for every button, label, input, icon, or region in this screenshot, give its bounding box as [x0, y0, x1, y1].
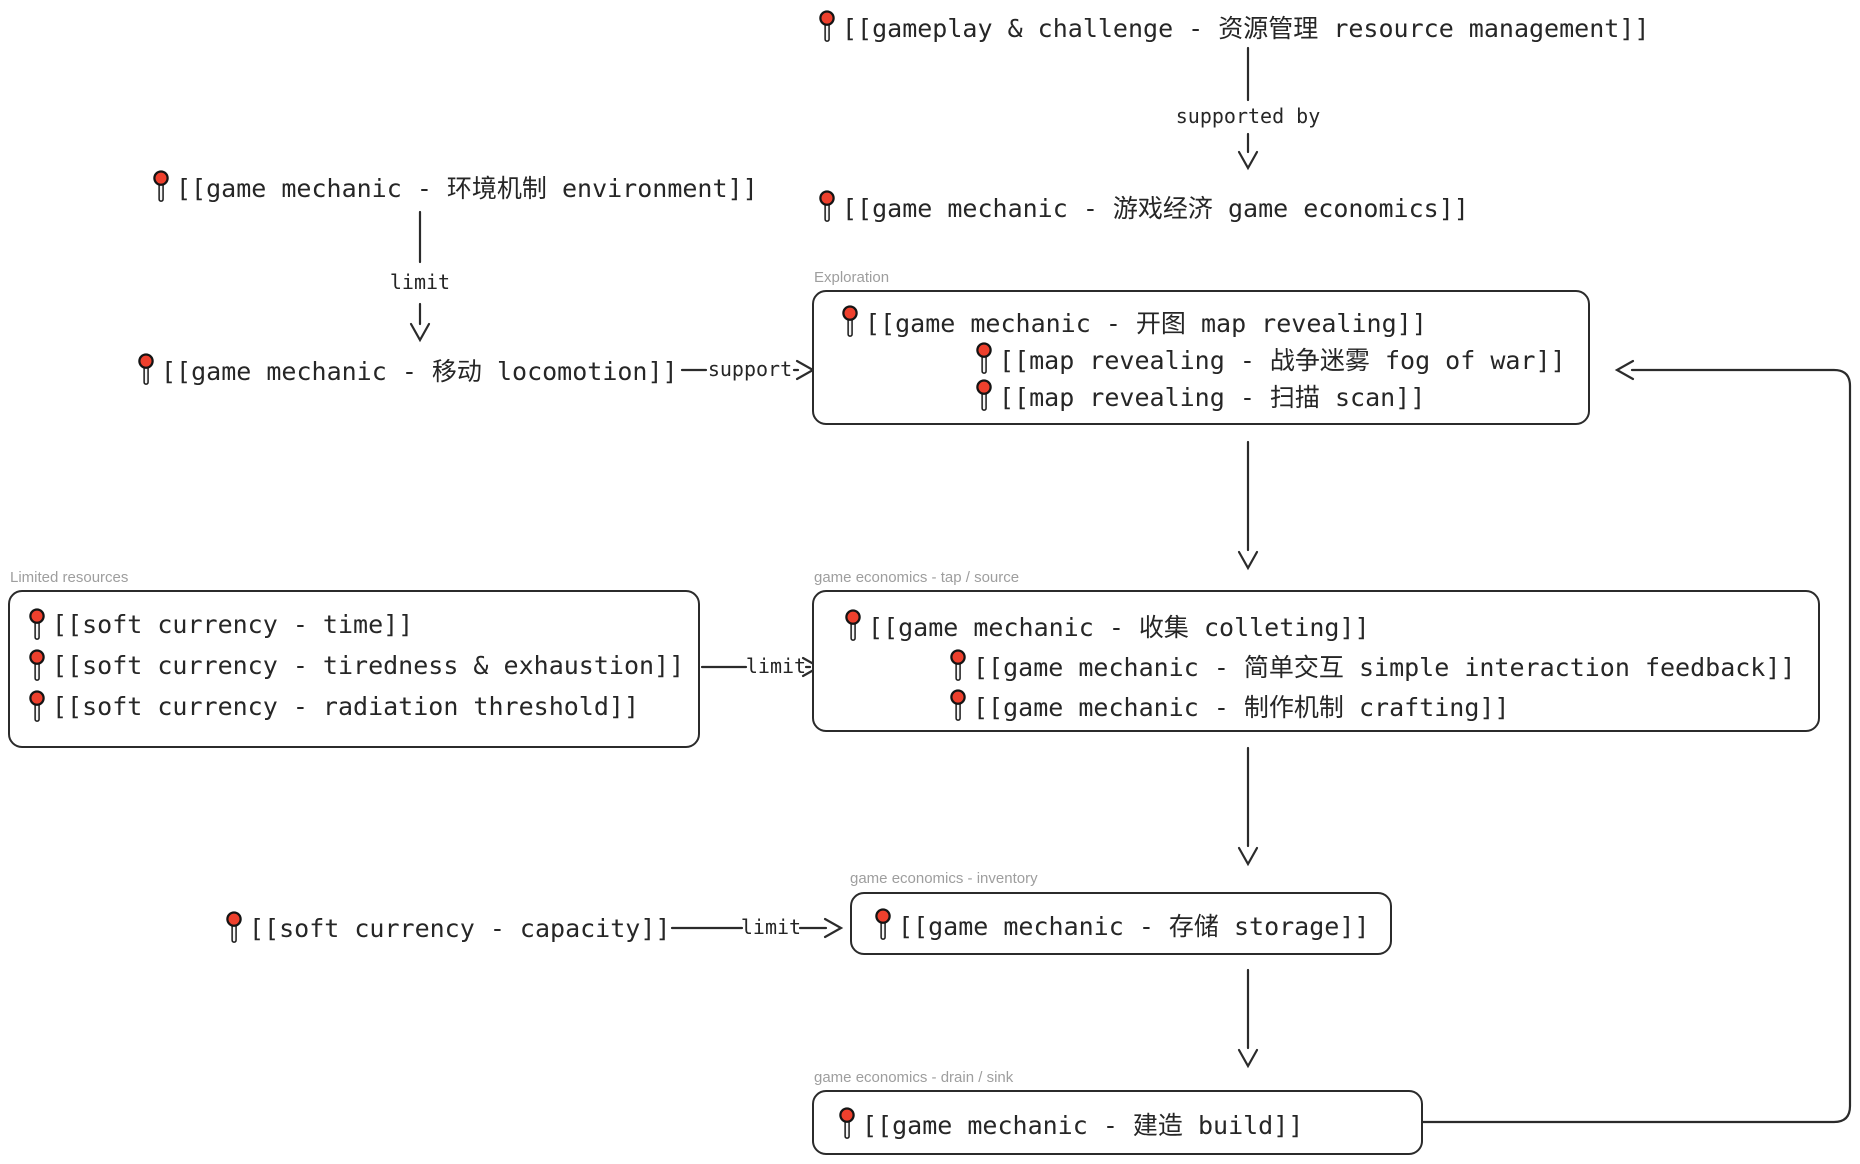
node-text: [[game mechanic - 存储 storage]] [898, 911, 1370, 941]
node-text: [[soft currency - time]] [52, 610, 414, 639]
edge-label-capacity-limit: limit [740, 915, 802, 939]
group-label-limited-resources: Limited resources [10, 569, 129, 586]
node-text: [[game mechanic - 制作机制 crafting]] [973, 693, 1510, 722]
group-label-drain-sink: game economics - drain / sink [814, 1069, 1014, 1086]
node-text: [[game mechanic - 移动 locomotion]] [161, 357, 678, 386]
node-build[interactable]: [[game mechanic - 建造 build]] [838, 1105, 1421, 1142]
node-colleting[interactable]: [[game mechanic - 收集 colleting]] [844, 606, 1818, 646]
map-pin-icon [842, 304, 858, 337]
group-inventory[interactable]: [[game mechanic - 存储 storage]] [850, 892, 1392, 955]
edge-label-locomotion-support: support [707, 357, 793, 381]
map-pin-icon [819, 10, 835, 42]
node-text: [[game mechanic - 环境机制 environment]] [176, 174, 758, 203]
node-text: [[game mechanic - 游戏经济 game economics]] [842, 194, 1469, 223]
node-scan[interactable]: [[map revealing - 扫描 scan]] [975, 377, 1588, 414]
map-pin-icon [845, 609, 861, 641]
node-locomotion[interactable]: [[game mechanic - 移动 locomotion]] [137, 352, 678, 388]
group-drain-sink[interactable]: [[game mechanic - 建造 build]] [812, 1090, 1423, 1155]
edge-build-loop-to-exploration [1421, 359, 1852, 1124]
node-text: [[map revealing - 扫描 scan]] [999, 382, 1426, 412]
node-text: [[game mechanic - 开图 map revealing]] [865, 308, 1427, 338]
group-label-inventory: game economics - inventory [850, 870, 1038, 887]
map-pin-icon [950, 689, 966, 721]
node-environment[interactable]: [[game mechanic - 环境机制 environment]] [152, 169, 758, 205]
node-text: [[soft currency - tiredness & exhaustion… [52, 651, 685, 680]
edge-tapsource-to-inventory [1237, 746, 1259, 867]
node-time[interactable]: [[soft currency - time]] [28, 604, 698, 645]
map-pin-icon [138, 353, 154, 385]
node-game-economics[interactable]: [[game mechanic - 游戏经济 game economics]] [818, 189, 1469, 225]
group-label-exploration: Exploration [814, 269, 890, 286]
map-pin-icon [950, 649, 966, 681]
node-crafting[interactable]: [[game mechanic - 制作机制 crafting]] [949, 686, 1818, 726]
map-pin-icon [976, 378, 992, 411]
map-pin-icon [153, 170, 169, 202]
node-text: [[game mechanic - 建造 build]] [862, 1110, 1304, 1140]
map-pin-icon [29, 607, 45, 640]
node-map-revealing[interactable]: [[game mechanic - 开图 map revealing]] [841, 303, 1588, 340]
node-fog-of-war[interactable]: [[map revealing - 战争迷雾 fog of war]] [975, 340, 1588, 377]
group-label-tap-source: game economics - tap / source [814, 569, 1020, 586]
edge-label-environment-limit: limit [389, 270, 451, 294]
node-text: [[game mechanic - 简单交互 simple interactio… [973, 653, 1796, 682]
group-limited-resources[interactable]: [[soft currency - time]] [[soft currency… [8, 590, 700, 748]
map-pin-icon [976, 341, 992, 374]
edge-inventory-to-drainsink [1237, 968, 1259, 1069]
group-exploration[interactable]: [[game mechanic - 开图 map revealing]] [[m… [812, 290, 1590, 425]
map-pin-icon [29, 648, 45, 681]
group-tap-source[interactable]: [[game mechanic - 收集 colleting]] [[game … [812, 590, 1820, 732]
node-text: [[gameplay & challenge - 资源管理 resource m… [842, 14, 1650, 43]
map-pin-icon [819, 190, 835, 222]
map-pin-icon [875, 907, 891, 940]
node-text: [[soft currency - capacity]] [249, 913, 671, 943]
node-tiredness-exhaustion[interactable]: [[soft currency - tiredness & exhaustion… [28, 645, 698, 686]
node-text: [[map revealing - 战争迷雾 fog of war]] [999, 345, 1566, 375]
edge-exploration-to-tapsource [1237, 440, 1259, 571]
map-pin-icon [839, 1106, 855, 1139]
edge-label-supported-by: supported by [1175, 104, 1321, 128]
node-storage[interactable]: [[game mechanic - 存储 storage]] [874, 906, 1390, 943]
node-text: [[game mechanic - 收集 colleting]] [868, 613, 1370, 642]
map-pin-icon [226, 911, 242, 943]
node-gameplay-challenge[interactable]: [[gameplay & challenge - 资源管理 resource m… [818, 9, 1649, 45]
node-capacity[interactable]: [[soft currency - capacity]] [225, 910, 670, 946]
node-simple-interaction[interactable]: [[game mechanic - 简单交互 simple interactio… [949, 646, 1818, 686]
node-radiation-threshold[interactable]: [[soft currency - radiation threshold]] [28, 686, 698, 727]
node-text: [[soft currency - radiation threshold]] [52, 692, 639, 721]
map-pin-icon [29, 689, 45, 722]
edge-label-resources-limit: limit [745, 654, 807, 678]
